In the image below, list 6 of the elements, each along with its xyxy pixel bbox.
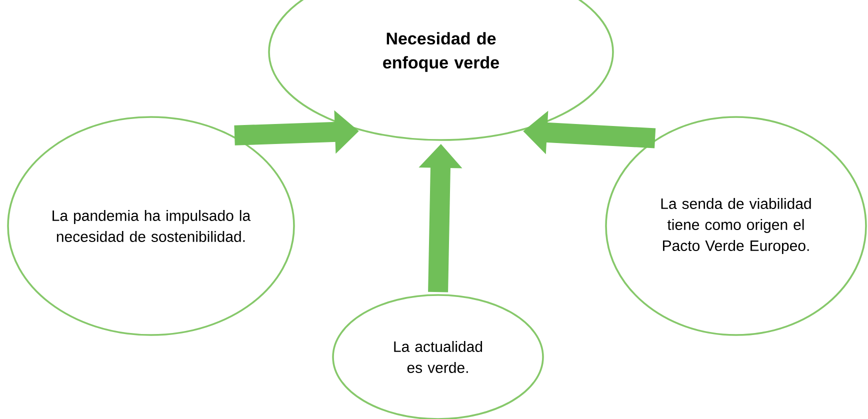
node-text: La actualidad es verde. xyxy=(394,340,482,373)
node-text: La senda de viabilidad tiene como origen el Pacto Verde Europeo. xyxy=(661,198,811,254)
ellipse-node xyxy=(605,116,867,336)
node-text: Necesidad de enfoque verde xyxy=(383,32,499,72)
ellipse-node xyxy=(7,116,295,336)
node-text: La pandemia ha impulsado la necesidad de sostenibilidad. xyxy=(52,210,251,242)
